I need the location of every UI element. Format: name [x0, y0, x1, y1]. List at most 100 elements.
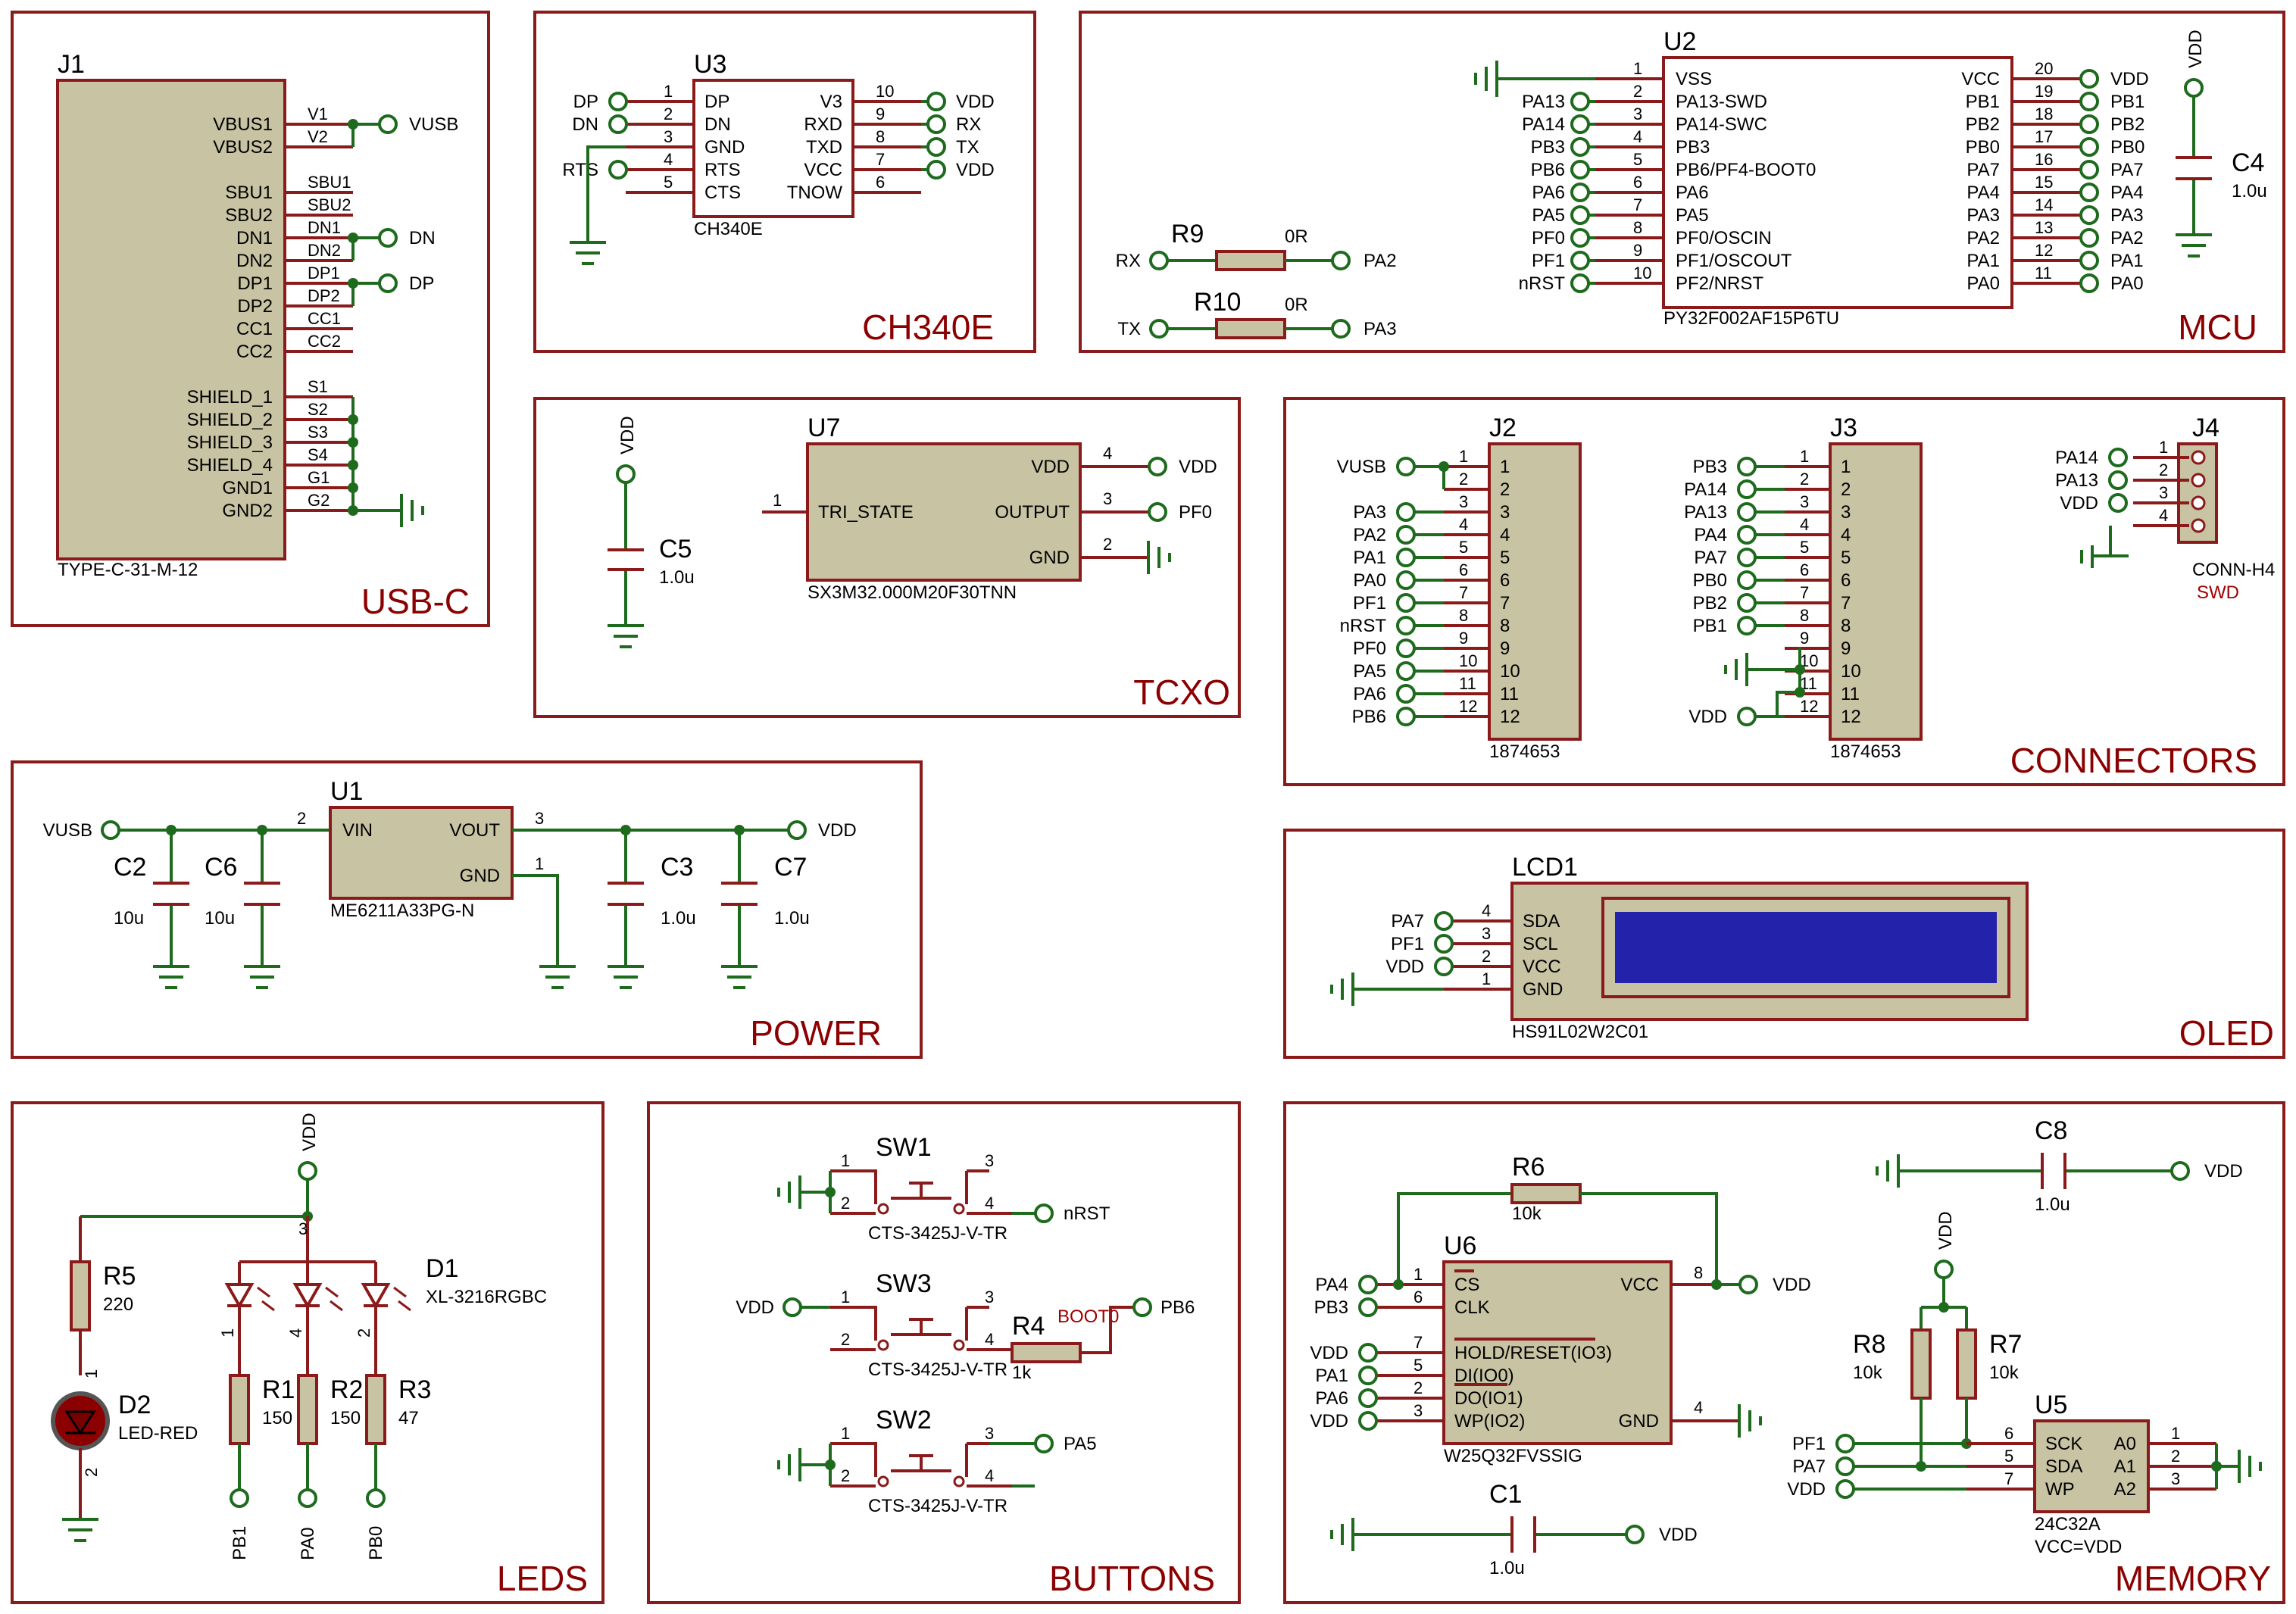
- u2-right-pin-num: 15: [2035, 173, 2053, 192]
- j2-net: nRST: [1340, 616, 1387, 636]
- j4-pin-num: 1: [2159, 438, 2168, 457]
- u5-net: VDD: [1787, 1479, 1826, 1500]
- ground-symbol: [153, 965, 189, 989]
- net-terminal: [1737, 707, 1757, 726]
- r1-body: [229, 1374, 250, 1445]
- j4-pin-socket: [2191, 473, 2206, 488]
- net-terminal: [1396, 548, 1416, 567]
- r6-value: 10k: [1512, 1203, 1542, 1224]
- c8-ref: C8: [2035, 1116, 2067, 1145]
- j3-net: PA4: [1694, 525, 1727, 545]
- u2-right-net: PB2: [2110, 114, 2144, 135]
- net-terminal: [1358, 1275, 1378, 1294]
- net-terminal: [1737, 593, 1757, 613]
- j1-pin-num: SBU2: [308, 195, 351, 214]
- u6-pin-name: HOLD/RESET(IO3): [1454, 1343, 1612, 1363]
- net-terminal: [2108, 448, 2128, 467]
- u2-right-pin-num: 11: [2035, 264, 2052, 283]
- u2-right-pin-name: PA7: [1966, 160, 2000, 180]
- u2-right-net: PB0: [2110, 137, 2144, 158]
- net-terminal: [1737, 502, 1757, 522]
- u2-right-pin-name: PA0: [1966, 273, 2000, 294]
- j4-pin-socket: [2191, 518, 2206, 533]
- j4-pin-socket: [2191, 495, 2206, 510]
- net-terminal: [1396, 593, 1416, 613]
- u6-pin-name: DO(IO1): [1454, 1388, 1523, 1409]
- u5-value: 24C32A: [2035, 1514, 2101, 1534]
- u6-pin-name: CLK: [1454, 1297, 1490, 1318]
- j3-pin-num: 9: [1800, 629, 1809, 648]
- tcxo-block: VDD C5 1.0u U7 SX3M32.000M20F30TNN 1 TRI…: [608, 414, 1217, 648]
- u2-left-pin-num: 6: [1633, 173, 1642, 192]
- u5-left-pin-num: 5: [2004, 1447, 2013, 1466]
- j4-pin-socket: [2191, 450, 2206, 465]
- lcd-net: VDD: [1385, 957, 1424, 977]
- net-terminal: [2079, 183, 2099, 202]
- sw1-value: CTS-3425J-V-TR: [868, 1223, 1007, 1244]
- sw3-ref: SW3: [876, 1269, 932, 1298]
- j3-pin-num: 11: [1800, 674, 1817, 693]
- u2-right-pin-num: 17: [2035, 127, 2053, 146]
- j2-pin-label: 12: [1500, 707, 1520, 727]
- net-terminal: [608, 92, 628, 111]
- j3-net: PB1: [1693, 616, 1727, 636]
- j3-pin-label: 10: [1841, 661, 1861, 682]
- sw3-pin-num: 2: [841, 1330, 850, 1349]
- net-terminal: [1396, 707, 1416, 726]
- j3-pin-label: 7: [1841, 593, 1851, 613]
- u6-ref: U6: [1444, 1232, 1476, 1260]
- u2-left-pin-num: 9: [1633, 241, 1642, 260]
- block-title-mcu: MCU: [2178, 308, 2257, 347]
- c4-ref: C4: [2232, 148, 2264, 177]
- j2-pin-label: 1: [1500, 457, 1510, 477]
- sw1-pin-num: 4: [985, 1194, 994, 1213]
- c5-net: VDD: [617, 416, 638, 454]
- power-cap-value: 10u: [114, 908, 144, 929]
- c8-value: 1.0u: [2035, 1194, 2070, 1215]
- j3-net: PB0: [1693, 570, 1727, 591]
- u5-right-pin-num: 3: [2171, 1469, 2180, 1488]
- power-cap-ref: C6: [205, 853, 237, 882]
- net-terminal: [1034, 1203, 1054, 1223]
- u2-right-pin-name: PB1: [1966, 92, 2000, 112]
- u2-left-pin-name: PF1/OSCOUT: [1676, 251, 1792, 271]
- svg-text:4: 4: [286, 1328, 305, 1338]
- net-terminal: [608, 160, 628, 180]
- u1-pin-gnd-num: 1: [535, 854, 544, 873]
- ground-symbol: [777, 1448, 801, 1481]
- block-title-oled: OLED: [2179, 1013, 2274, 1053]
- sw3-pin-num: 3: [985, 1288, 994, 1306]
- r2-net: PA0: [298, 1527, 318, 1560]
- svg-text:1: 1: [218, 1328, 237, 1338]
- net-terminal: [783, 1297, 802, 1317]
- j1-pin-num: DP2: [308, 286, 340, 305]
- u5-net: PF1: [1792, 1434, 1826, 1454]
- j2-pin-num: 10: [1459, 651, 1477, 670]
- connectors-block: J2 1874653 11VUSB2233PA344PA255PA166PA07…: [1337, 414, 2276, 762]
- power-cap-ref: C2: [114, 853, 146, 882]
- sw1-ref: SW1: [876, 1133, 932, 1162]
- net-terminal: [1570, 183, 1590, 202]
- u2-right-pin-name: PA1: [1966, 251, 2000, 271]
- net-terminal: [2079, 251, 2099, 270]
- u6-pin-name: DI(IO0): [1454, 1366, 1514, 1386]
- u6-net: VDD: [1310, 1411, 1348, 1431]
- j2-pin-label: 10: [1500, 661, 1520, 682]
- u2-right-pin-num: 16: [2035, 150, 2053, 169]
- j3-pin-num: 3: [1800, 492, 1809, 511]
- u6-pin-name: WP(IO2): [1454, 1411, 1525, 1431]
- r7-ref: R7: [1989, 1330, 2022, 1359]
- j2-pin-num: 1: [1459, 447, 1468, 466]
- junction-dot: [1393, 1279, 1404, 1290]
- power-net-in: VUSB: [43, 820, 92, 841]
- u7-value: SX3M32.000M20F30TNN: [808, 582, 1017, 603]
- r10-left-net: TX: [1117, 319, 1141, 339]
- u7-pin-2: 2: [1103, 535, 1112, 554]
- net-terminal: [2079, 114, 2099, 134]
- j3-ref: J3: [1830, 414, 1857, 442]
- j4-value: CONN-H4: [2192, 560, 2275, 580]
- u2-left-pin-name: PF0/OSCIN: [1676, 228, 1772, 248]
- u2-left-net: nRST: [1519, 273, 1566, 294]
- r7-value: 10k: [1989, 1363, 2020, 1383]
